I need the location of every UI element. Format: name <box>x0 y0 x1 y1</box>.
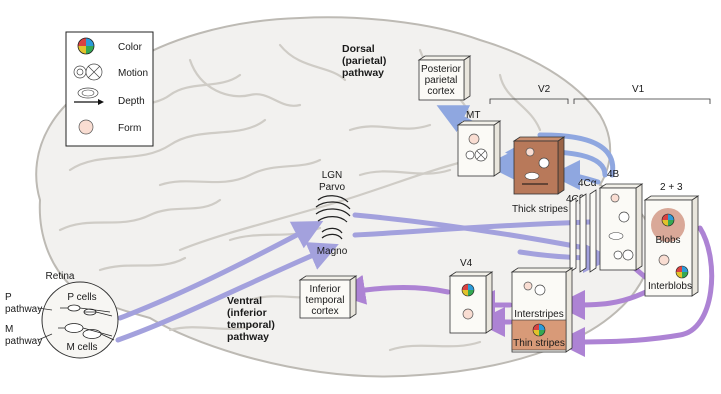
inferior-temporal-cortex-card: Inferior temporal cortex <box>298 275 358 319</box>
layer-2-3-label: 2 + 3 <box>660 182 683 193</box>
ventral-label-line4: pathway <box>227 331 269 343</box>
ventral-pathway-label: Ventral (inferior temporal) pathway <box>227 295 275 343</box>
v2-label: V2 <box>538 84 551 95</box>
thin-stripes-label: Thin stripes <box>513 338 565 349</box>
interstripes-label: Interstripes <box>514 309 563 320</box>
m-cells-label: M cells <box>66 342 97 353</box>
v4-color-icon <box>461 283 475 297</box>
v1-layer-stack: 4Cα 4Cβ 4B 2 + 3 <box>566 169 683 273</box>
interblobs-label: Interblobs <box>648 281 692 292</box>
area-brackets: V2 V1 <box>489 84 711 104</box>
p-pathway-label-1: P <box>5 292 12 303</box>
p-cells-label: P cells <box>67 292 96 303</box>
dorsal-pathway-label: Dorsal (parietal) pathway <box>342 43 386 79</box>
v1-top-arrow <box>537 132 616 178</box>
posterior-parietal-line2: parietal <box>425 75 458 86</box>
depth-icon <box>74 87 104 105</box>
inferior-temporal-line3: cortex <box>311 306 338 317</box>
magno-label: Magno <box>317 246 348 257</box>
blobs-label: Blobs <box>655 235 680 246</box>
legend-color-label: Color <box>118 42 143 53</box>
parvo-label: Parvo <box>319 182 346 193</box>
retina-m-to-lgn-arrow <box>115 242 339 343</box>
lgn-structure: LGN Parvo Magno <box>315 170 351 257</box>
interblob-color-icon <box>675 265 689 279</box>
blob-color-icon <box>661 213 675 227</box>
ventral-label-line2: (inferior <box>227 307 267 319</box>
inferior-temporal-line2: temporal <box>306 295 345 306</box>
legend-depth-label: Depth <box>118 96 145 107</box>
legend-motion-label: Motion <box>118 68 148 79</box>
retina: Retina P cells M cells P pathway M pathw… <box>5 271 119 359</box>
magno-to-v1-arrow <box>352 219 593 238</box>
posterior-parietal-line1: Posterior <box>421 64 462 75</box>
mt-area-card: MT <box>456 110 502 177</box>
layer-4ca-label: 4Cα <box>578 178 597 189</box>
ventral-label-line1: Ventral <box>227 295 262 307</box>
v4-label: V4 <box>460 258 473 269</box>
layer-4b-label: 4B <box>607 169 620 180</box>
retina-circle <box>41 281 119 359</box>
thick-stripes-card: Thick stripes <box>512 136 568 215</box>
legend: Color Motion Depth Form <box>65 31 154 147</box>
v1-to-thick-stripes-arrow <box>550 160 601 191</box>
retina-label: Retina <box>46 271 75 282</box>
interblobs-to-interstripes-arrow <box>555 287 653 320</box>
thin-stripes-color-icon <box>532 323 546 337</box>
dorsal-label-line3: pathway <box>342 67 384 79</box>
dorsal-label-line1: Dorsal <box>342 43 375 55</box>
inferior-temporal-line1: Inferior <box>309 284 341 295</box>
m-pathway-label-2: pathway <box>5 336 42 347</box>
m-pathway-label-1: M <box>5 324 13 335</box>
v4-area-card: V4 <box>448 258 494 334</box>
layer-2-3-card: Blobs Interblobs <box>643 195 700 297</box>
posterior-parietal-cortex-card: Posterior parietal cortex <box>417 55 472 101</box>
form-icon <box>78 119 94 135</box>
lgn-label: LGN <box>322 170 343 181</box>
ventral-label-line3: temporal) <box>227 319 275 331</box>
posterior-parietal-line3: cortex <box>427 86 454 97</box>
v1-label: V1 <box>632 84 645 95</box>
lgn-layers-icon <box>315 195 351 240</box>
dorsal-label-line2: (parietal) <box>342 55 386 67</box>
color-swatch-icon <box>77 37 95 55</box>
interstripes-card: Interstripes Thin stripes <box>510 267 574 353</box>
mt-label: MT <box>466 110 480 121</box>
thick-stripes-label: Thick stripes <box>512 204 568 215</box>
p-pathway-label-2: pathway <box>5 304 42 315</box>
motion-icon <box>73 63 103 81</box>
retina-p-to-lgn-arrow <box>117 220 324 321</box>
m-cell-neurons-icon <box>58 323 115 341</box>
legend-form-label: Form <box>118 123 141 134</box>
blobs-to-thin-stripes-arrow <box>555 225 715 357</box>
v4-to-inferior-temporal-arrow <box>335 274 451 305</box>
p-cell-neurons-icon <box>60 304 113 317</box>
